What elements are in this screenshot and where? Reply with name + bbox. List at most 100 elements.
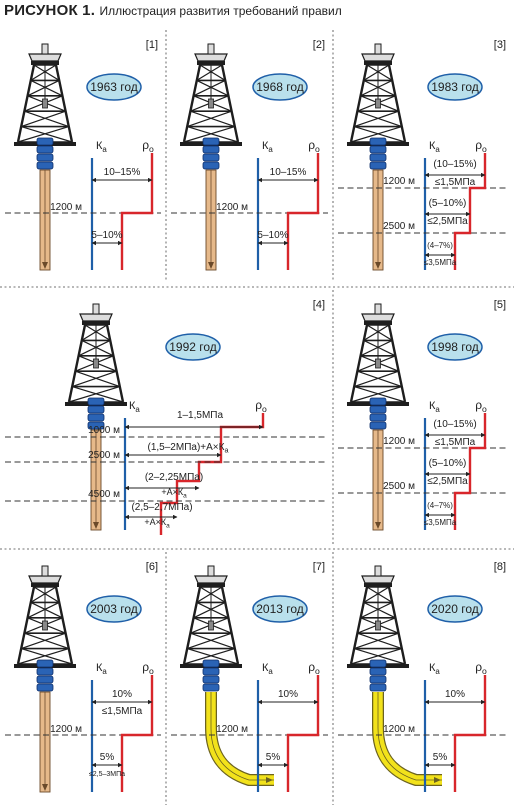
- pressure-label: ≤2,5–3МПа: [89, 771, 125, 778]
- crown-pulley: [374, 303, 382, 315]
- blowout-preventer: [36, 145, 54, 154]
- crown-block: [194, 53, 228, 62]
- year-label-oval: [427, 595, 483, 623]
- derrick-brace: [354, 126, 406, 143]
- derrick-brace: [187, 110, 232, 128]
- blowout-preventer: [202, 153, 220, 162]
- pressure-label: 10%: [112, 689, 132, 700]
- panel-number: [8]: [494, 561, 506, 573]
- blowout-preventer: [369, 137, 387, 146]
- blowout-preventer: [36, 659, 54, 668]
- travelling-block: [208, 620, 214, 631]
- year-label: 1983 год: [431, 80, 479, 94]
- drill-string: [377, 692, 442, 781]
- pressure-label: 5%: [266, 752, 281, 763]
- derrick-brace: [33, 64, 60, 81]
- panel-number: [7]: [313, 561, 325, 573]
- depth-label: 2500 м: [383, 221, 415, 232]
- derrick-brace: [193, 601, 226, 619]
- blowout-preventer: [36, 161, 54, 170]
- derrick-brace: [75, 370, 120, 388]
- derrick-brace: [187, 126, 239, 143]
- derrick-brace: [366, 64, 393, 81]
- panel-number: [5]: [494, 299, 506, 311]
- crown-platform: [364, 61, 392, 65]
- blowout-preventer: [369, 153, 387, 162]
- blowout-preventer: [369, 413, 387, 422]
- travelling-block: [375, 98, 381, 109]
- ka-axis-label: Ка: [96, 140, 107, 154]
- pressure-label: ≤3,5МПа: [424, 518, 457, 527]
- derrick-brace: [363, 601, 396, 619]
- depth-label: 1200 м: [383, 176, 415, 187]
- blowout-preventer: [202, 137, 220, 146]
- panel-number: [1]: [146, 39, 158, 51]
- drill-bit: [375, 522, 381, 529]
- derrick-brace: [354, 110, 399, 128]
- derrick-brace: [196, 64, 223, 81]
- derrick-brace: [199, 586, 226, 603]
- derrick-brace: [30, 79, 63, 97]
- po-axis-label: ρо: [255, 398, 267, 414]
- depth-label: 1200 м: [216, 202, 248, 213]
- ka-axis-label: Ка: [129, 400, 140, 414]
- derrick-brace: [30, 586, 57, 603]
- po-step-line: [453, 153, 487, 270]
- blowout-preventer: [202, 659, 220, 668]
- year-label-oval: [86, 73, 142, 101]
- year-label: 2020 год: [431, 602, 479, 616]
- crown-pulley: [207, 43, 215, 55]
- blowout-preventer: [369, 667, 387, 676]
- derrick-brace: [193, 79, 226, 97]
- derrick-brace: [183, 126, 235, 143]
- crown-block: [361, 313, 395, 322]
- panel-number: [2]: [313, 39, 325, 51]
- pressure-label: (4–7%): [427, 501, 453, 510]
- blowout-preventer: [369, 145, 387, 154]
- blowout-preventer: [36, 675, 54, 684]
- travelling-block: [93, 358, 99, 369]
- derrick-brace: [363, 79, 396, 97]
- derrick-leg: [349, 64, 369, 143]
- blowout-preventer: [87, 421, 105, 430]
- blowout-preventer: [202, 145, 220, 154]
- crown-platform: [364, 583, 392, 587]
- pressure-label: (2,5–2,7МПа): [131, 502, 192, 513]
- crown-platform: [364, 321, 392, 325]
- year-label: 1968 год: [256, 80, 304, 94]
- pressure-label: +А×Ка: [161, 487, 187, 499]
- crown-block: [361, 575, 395, 584]
- derrick-leg: [67, 324, 87, 403]
- blowout-preventer: [87, 405, 105, 414]
- po-axis-label: ρо: [308, 138, 320, 154]
- blowout-preventer: [202, 161, 220, 170]
- derrick-brace: [72, 370, 117, 388]
- derrick-brace: [196, 586, 223, 603]
- derrick-leg: [54, 64, 74, 143]
- drill-bit: [434, 777, 441, 783]
- year-label: 2003 год: [90, 602, 138, 616]
- crown-platform: [31, 583, 59, 587]
- crown-platform: [197, 583, 225, 587]
- derrick-brace: [350, 126, 402, 143]
- derrick-leg: [220, 64, 240, 143]
- derrick-leg: [387, 586, 407, 665]
- derrick-brace: [196, 79, 229, 97]
- ka-axis-label: Ка: [429, 400, 440, 414]
- pressure-label: ≤2,5МПа: [427, 476, 468, 487]
- derrick-leg: [349, 586, 369, 665]
- pressure-label: ≤1,5МПа: [435, 177, 476, 188]
- po-axis-label: ρо: [142, 138, 154, 154]
- drill-bit: [266, 777, 273, 783]
- year-label-oval: [86, 595, 142, 623]
- derrick-brace: [363, 324, 390, 341]
- pressure-label: 5–10%: [257, 230, 288, 241]
- pressure-label: (10–15%): [433, 419, 476, 430]
- pressure-label: 10%: [445, 689, 465, 700]
- derrick-leg: [105, 324, 125, 403]
- blowout-preventer: [369, 397, 387, 406]
- crown-pulley: [207, 565, 215, 577]
